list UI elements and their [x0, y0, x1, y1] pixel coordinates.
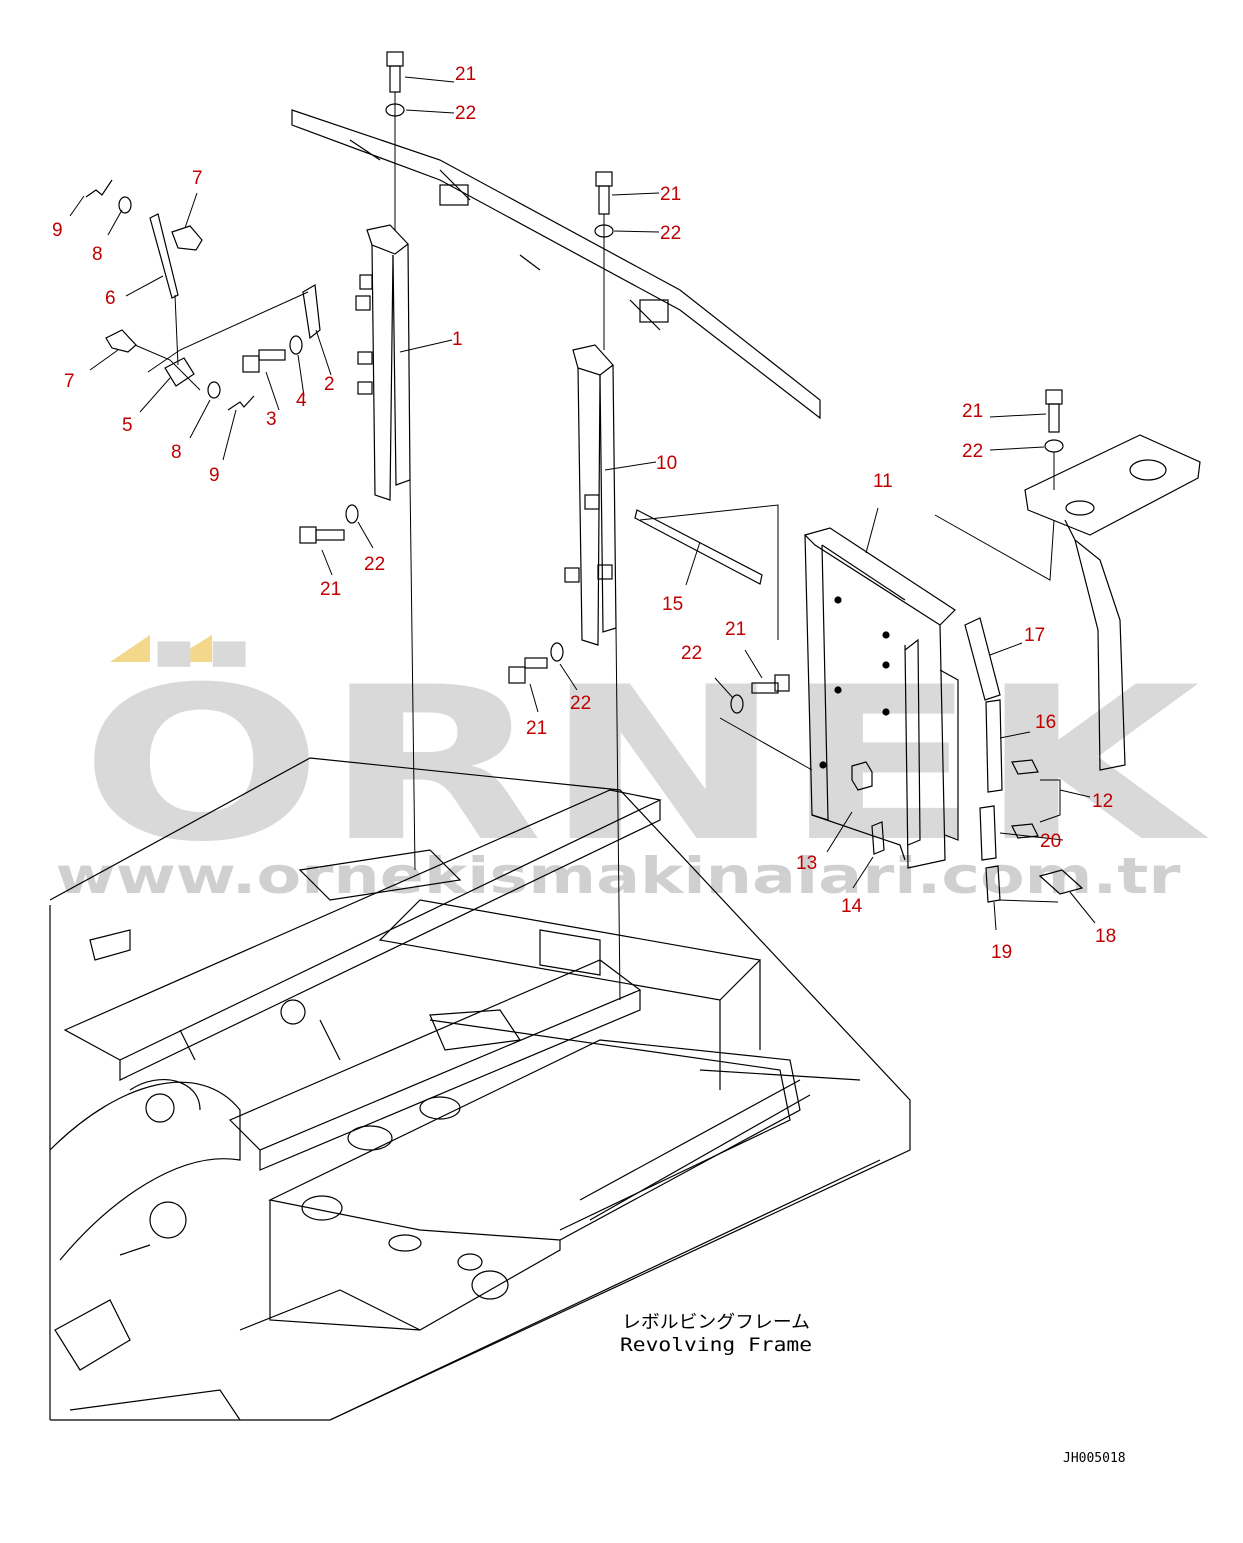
washer-22-lower-mid [550, 642, 564, 662]
callouts: 21 22 21 22 7 9 8 6 1 7 2 4 3 5 8 9 10 2… [52, 64, 1116, 963]
part-12-pad-lower [1011, 823, 1039, 839]
small-parts [851, 617, 1084, 903]
watermark-brand: ÖRNEK [80, 641, 1209, 888]
callout-9a: 9 [52, 220, 63, 241]
callout-22e: 22 [681, 643, 702, 664]
callout-21e: 21 [725, 619, 746, 640]
bracket-2 [302, 284, 321, 340]
bolt-21-lower-mid [508, 657, 548, 684]
revolving-frame [49, 757, 911, 1421]
callout-22a: 22 [455, 103, 476, 124]
callout-22b: 22 [660, 223, 681, 244]
clip-9-upper [85, 179, 113, 198]
part-20-seal [979, 805, 997, 861]
part-16-seal [985, 699, 1003, 793]
bracket-5 [164, 357, 195, 387]
part-12-pad-upper [1011, 759, 1039, 775]
callout-15: 15 [662, 594, 683, 615]
callout-21c: 21 [962, 401, 983, 422]
callout-22c: 22 [962, 441, 983, 462]
callout-7b: 7 [64, 371, 75, 392]
leader-lines [69, 76, 1096, 1001]
part-11-panel [803, 527, 959, 869]
pin-7-upper [171, 225, 203, 251]
callout-1: 1 [452, 329, 463, 350]
callout-22d: 22 [364, 554, 385, 575]
callout-6: 6 [105, 288, 116, 309]
callout-21b: 21 [660, 184, 681, 205]
part-1-column [355, 224, 411, 501]
callout-20: 20 [1040, 831, 1061, 852]
callout-21d: 21 [320, 579, 341, 600]
part-15-strip [634, 509, 763, 585]
washer-4 [289, 335, 303, 355]
callout-5: 5 [122, 415, 133, 436]
callout-18: 18 [1095, 926, 1116, 947]
washer-22-lower-left [345, 504, 359, 524]
washer-22-panel [730, 694, 744, 714]
washer-8-lower [207, 381, 221, 399]
callout-22f: 22 [570, 693, 591, 714]
bolt-21-top [386, 51, 404, 93]
watermark: ÖRNEK www.ornekismakinalari.com.tr [56, 635, 1209, 905]
rod-6 [149, 213, 179, 299]
bolt-21-lower-left [299, 526, 345, 544]
callout-9b: 9 [209, 465, 220, 486]
washer-8-upper [118, 196, 132, 214]
part-17-seal [964, 617, 1001, 701]
callout-8a: 8 [92, 244, 103, 265]
callout-19: 19 [991, 942, 1012, 963]
washer-22-right [1044, 439, 1064, 453]
part-13-block [851, 761, 873, 791]
bolt-3 [242, 349, 286, 373]
part-10-column [564, 344, 617, 646]
pin-7-lower [105, 329, 137, 353]
hardware [85, 51, 1064, 714]
callout-8b: 8 [171, 442, 182, 463]
callout-3: 3 [266, 409, 277, 430]
callout-21f: 21 [526, 718, 547, 739]
callout-16: 16 [1035, 712, 1056, 733]
top-beam [291, 109, 821, 420]
callout-7a: 7 [192, 168, 203, 189]
watermark-accent-left [110, 635, 150, 662]
callout-4: 4 [296, 390, 307, 411]
bolt-21-mid [595, 171, 613, 215]
bolt-21-panel [751, 674, 790, 694]
callout-21a: 21 [455, 64, 476, 85]
callout-2: 2 [324, 374, 335, 395]
drawing-code: JH005018 [1063, 1451, 1126, 1466]
callout-11: 11 [873, 471, 893, 492]
callout-17: 17 [1024, 625, 1045, 646]
clip-9-lower [227, 395, 255, 411]
frame-title-en: Revolving Frame [620, 1334, 812, 1356]
callout-12: 12 [1092, 791, 1113, 812]
right-bracket [1024, 434, 1201, 771]
bolt-21-right [1045, 389, 1063, 433]
callout-14: 14 [841, 896, 863, 917]
watermark-accent-right [168, 635, 212, 662]
frame-title-jp: レボルビングフレーム [622, 1312, 810, 1333]
part-18-pad [1038, 869, 1084, 895]
callout-13: 13 [796, 853, 817, 874]
part-14-block [871, 821, 885, 855]
callout-10: 10 [656, 453, 677, 474]
